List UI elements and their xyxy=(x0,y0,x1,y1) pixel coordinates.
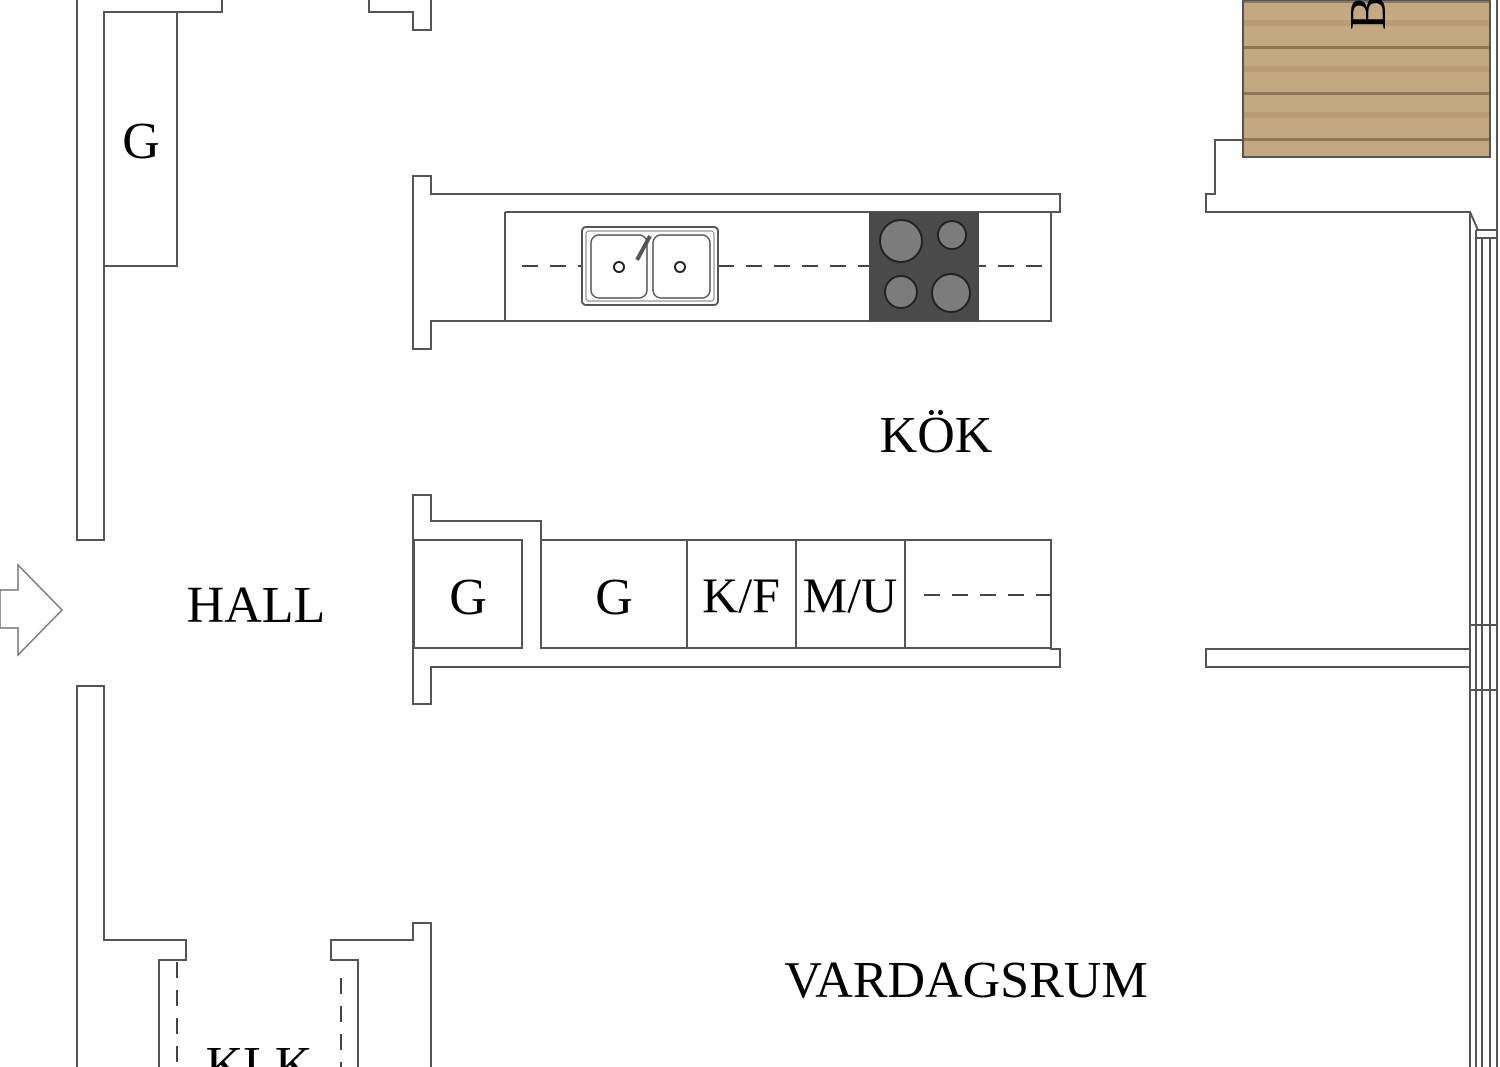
balcony xyxy=(1242,0,1491,158)
room-label-kitchen: KÖK xyxy=(880,407,993,464)
room-label-balcony: B xyxy=(1340,0,1397,30)
wall-left-lower xyxy=(76,685,187,1067)
room-label-living-room: VARDAGSRUM xyxy=(784,952,1147,1009)
entrance-arrow-icon xyxy=(0,563,64,657)
cabinet-label-mu: M/U xyxy=(803,567,897,623)
cabinets-lower xyxy=(540,540,1051,649)
cabinet-label-g1: G xyxy=(449,569,487,626)
room-label-closet: KLK xyxy=(206,1037,313,1067)
cabinet-label-g2: G xyxy=(595,569,633,626)
cabinet-label-hall-g: G xyxy=(122,113,160,170)
wall-right-middle xyxy=(1205,648,1471,668)
window xyxy=(1469,0,1498,1067)
cabinet-hall-g xyxy=(103,11,178,267)
wall-top-stub xyxy=(368,0,432,31)
room-label-hall: HALL xyxy=(187,577,326,634)
wall-closet-right xyxy=(330,922,432,1067)
cabinet-kitchen-g1 xyxy=(413,539,523,649)
stove-icon xyxy=(869,212,979,321)
sink-icon xyxy=(581,226,719,306)
wall-left-upper xyxy=(76,0,223,541)
cabinet-label-kf: K/F xyxy=(702,567,780,623)
